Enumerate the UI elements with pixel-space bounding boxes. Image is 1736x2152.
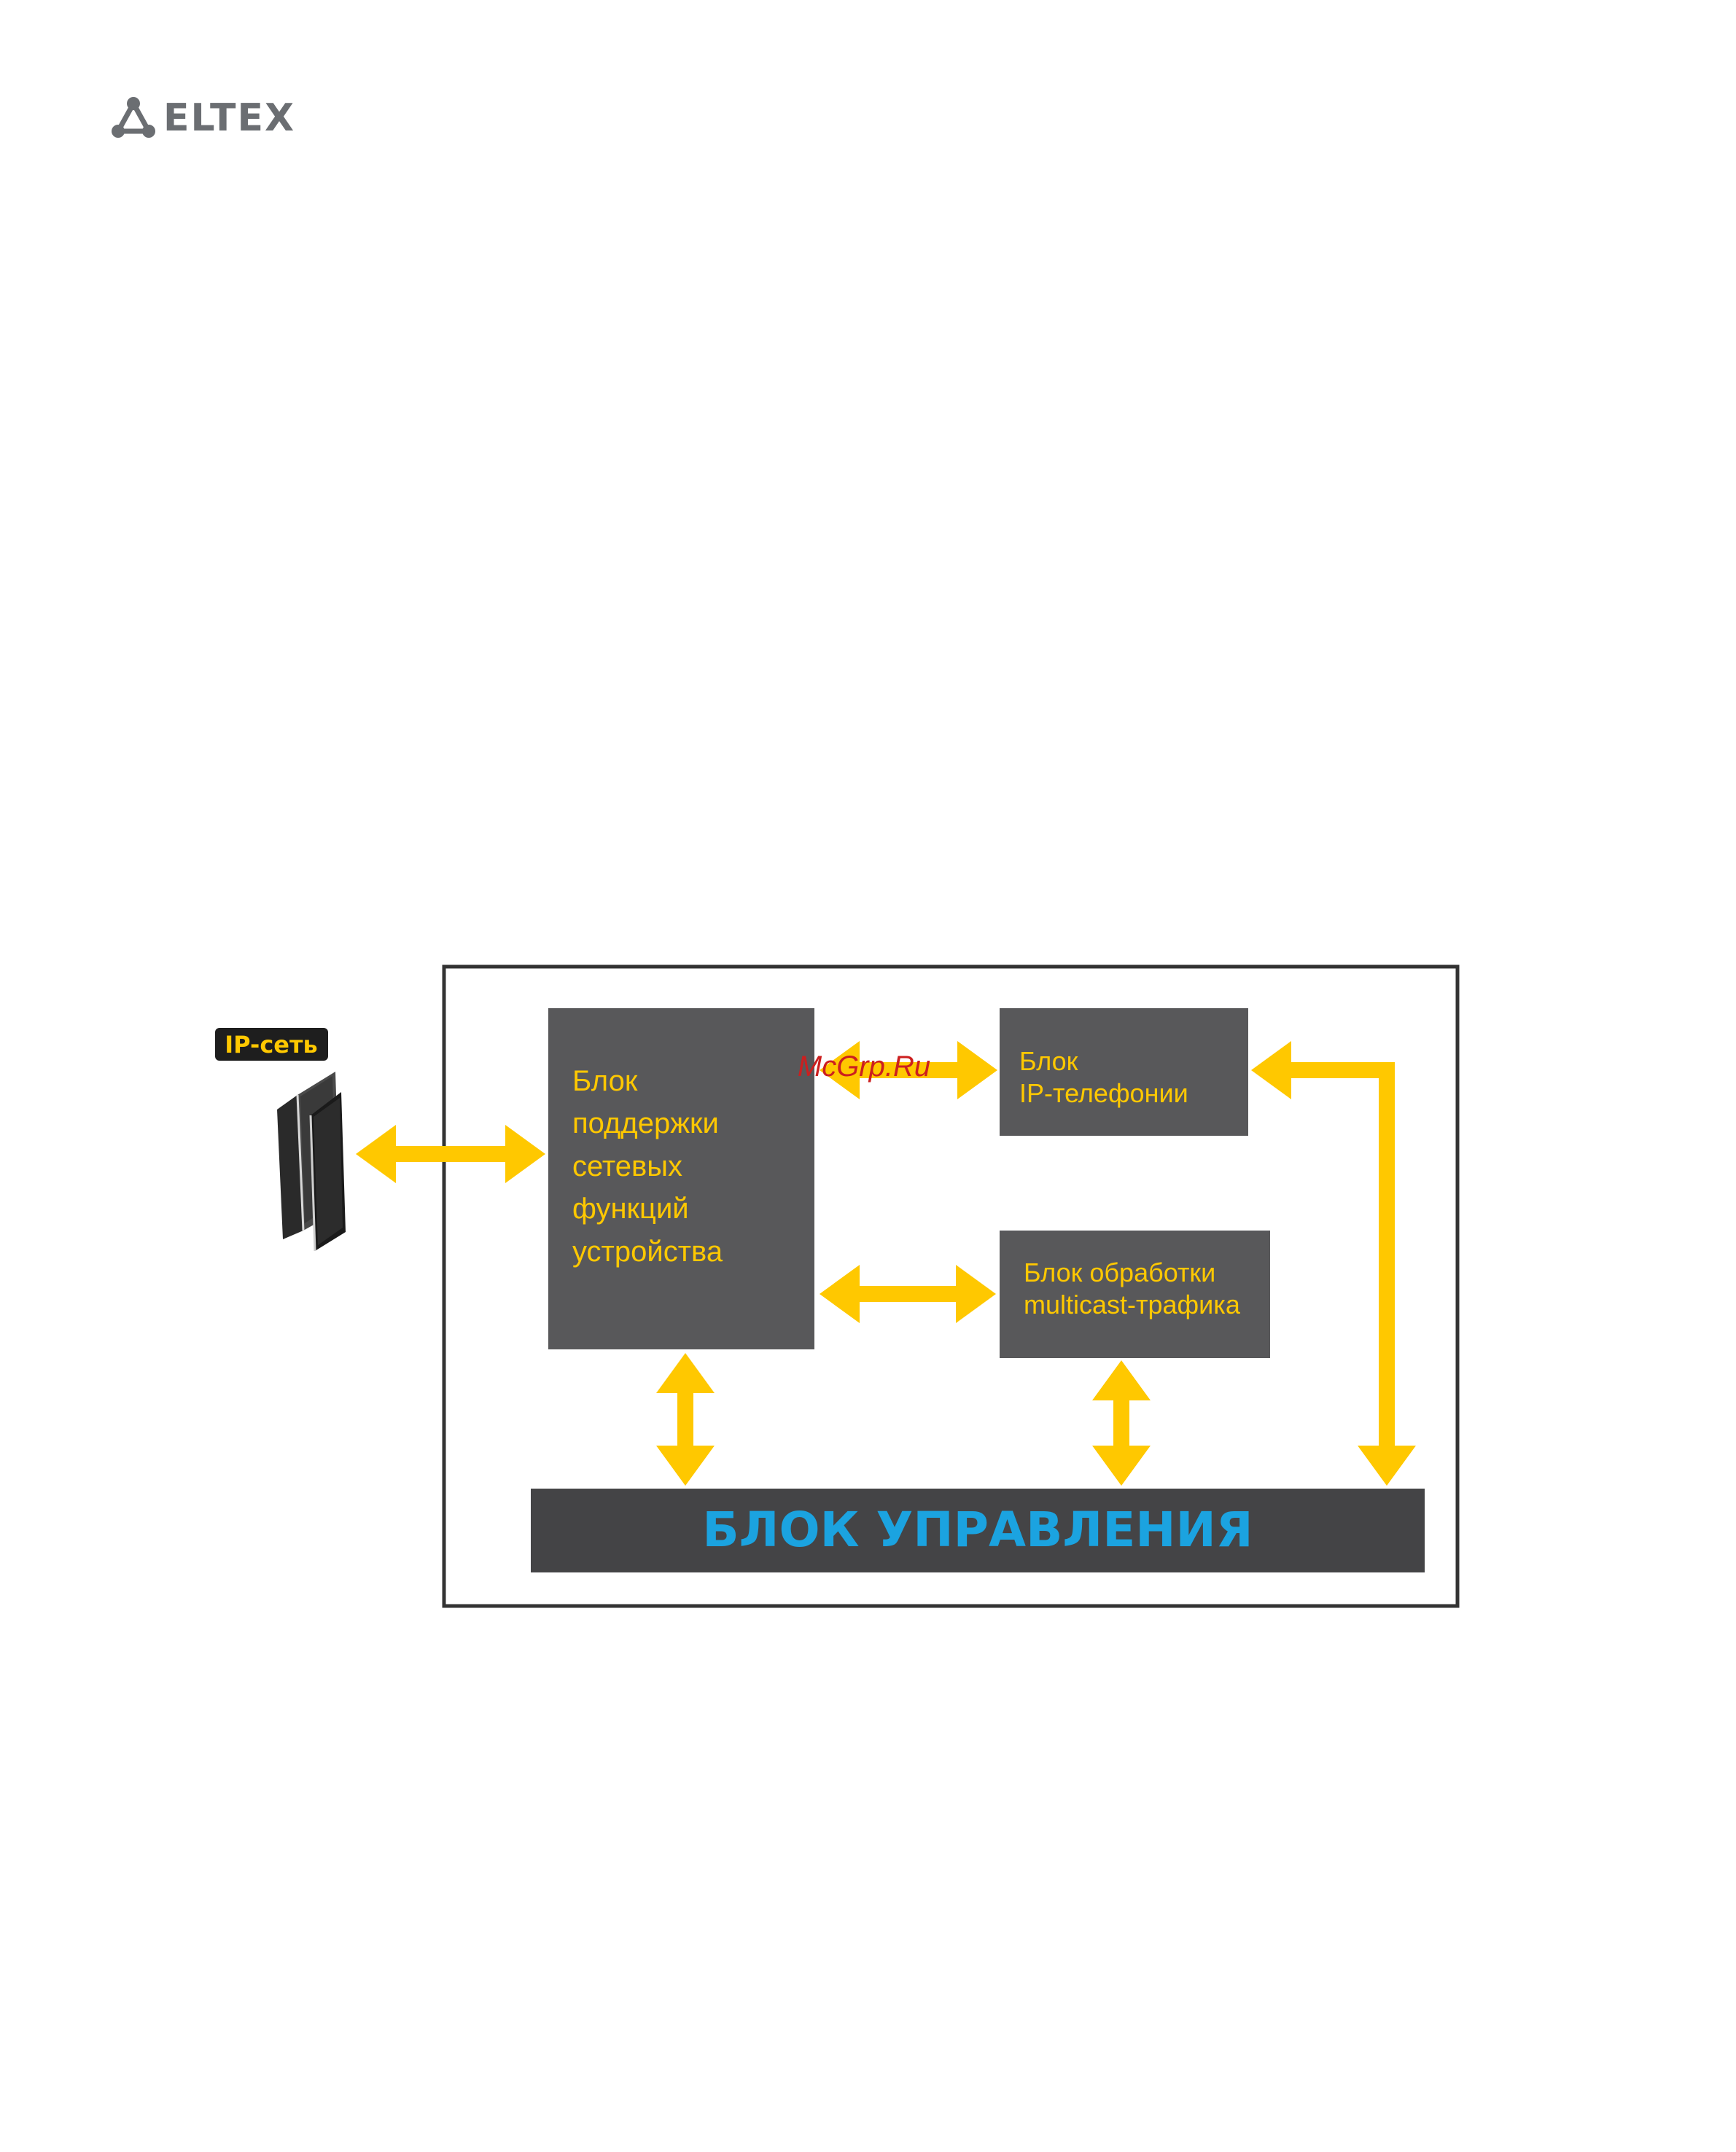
watermark-text: McGrp.Ru <box>798 1050 930 1083</box>
ip-network-label: IP-сеть <box>225 1031 318 1059</box>
telephony-block-line-1: Блок <box>1019 1046 1078 1076</box>
multicast-block-line-1: Блок обработки <box>1024 1258 1215 1287</box>
network-block-line-5: устройства <box>572 1236 723 1268</box>
network-device-icon <box>277 1072 346 1251</box>
arrow-telephony-to-control <box>1251 1041 1416 1486</box>
telephony-block-line-2: IP-телефонии <box>1019 1078 1188 1108</box>
arrow-multicast-to-control <box>1092 1360 1151 1486</box>
network-block-line-4: функций <box>572 1193 689 1225</box>
arrow-network-to-multicast <box>820 1265 996 1323</box>
multicast-block-line-2: multicast-трафика <box>1024 1290 1241 1319</box>
arrow-network-to-control <box>656 1353 715 1486</box>
control-block-title: БЛОК УПРАВЛЕНИЯ <box>702 1502 1253 1558</box>
arrow-ip-network-to-network-block <box>356 1125 545 1183</box>
network-block-line-2: поддержки <box>572 1107 719 1139</box>
network-block-line-1: Блок <box>572 1065 638 1097</box>
network-block-line-3: сетевых <box>572 1150 682 1182</box>
